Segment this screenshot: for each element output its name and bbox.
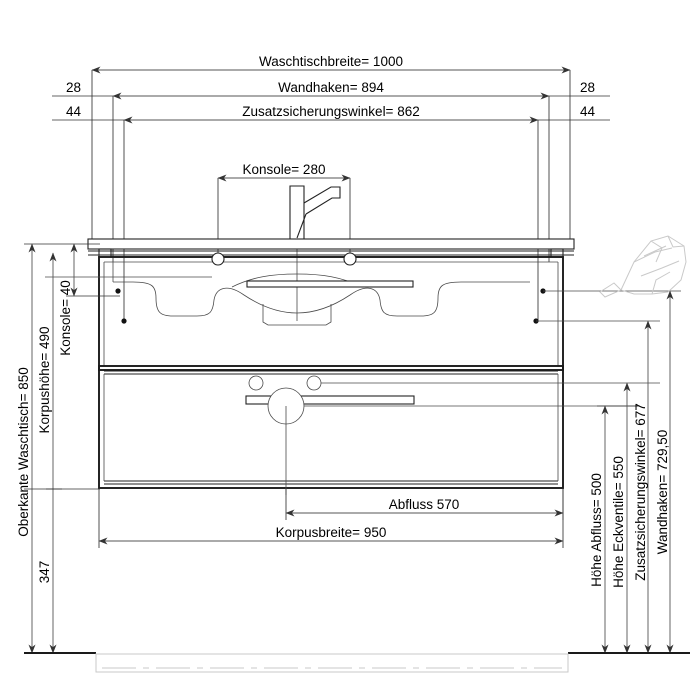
konsole-brackets [98, 248, 564, 258]
drawer-handle[interactable] [245, 395, 415, 405]
dimension-label-konsole-breite: Konsole= 280 [243, 162, 326, 177]
hairdryer-icon [599, 235, 687, 298]
vanity-drawer [98, 365, 564, 489]
dimension-label-hoehe-abfluss: Höhe Abfluss= 500 [589, 473, 604, 587]
dimension-label-offset-28-left: 28 [66, 80, 81, 95]
dimension-label-oberkante-waschtisch: Oberkante Waschtisch= 850 [16, 367, 31, 536]
drain-circle [267, 387, 638, 495]
dimension-label-waschtischbreite: Waschtischbreite= 1000 [259, 54, 403, 69]
baseboard-outline [95, 653, 569, 673]
eckventil-circles-upper [211, 252, 357, 266]
dimension-label-zusatzsicherungswinkel-hoehe: Zusatzsicherungswinkel= 677 [633, 403, 648, 580]
dimension-label-wandhaken: Wandhaken= 894 [278, 80, 384, 95]
right-vertical-dimensions [568, 290, 688, 654]
wall-mount-points-right [533, 288, 681, 324]
washbasin-outline [113, 273, 530, 326]
bottom-dimensions [98, 489, 564, 548]
dimension-label-offset-44-left: 44 [66, 104, 82, 119]
dimension-label-korpushoehe: Korpushöhe= 490 [37, 327, 52, 434]
dimension-label-korpusbreite: Korpusbreite= 950 [276, 525, 387, 540]
eckventil-circles-drawer [248, 375, 660, 391]
top-extension-lines [91, 70, 571, 322]
dimension-label-offset-44-right: 44 [580, 104, 596, 119]
vanity-cabinet-upper [98, 256, 564, 371]
dimension-label-hoehe-eckventile: Höhe Eckventile= 550 [611, 456, 626, 588]
dimension-label-347: 347 [37, 561, 52, 584]
dimension-label-abfluss: Abfluss 570 [389, 497, 460, 512]
countertop-slab [87, 238, 575, 256]
dimension-label-zusatzsicherungswinkel: Zusatzsicherungswinkel= 862 [242, 104, 419, 119]
dimension-label-konsole-hoehe: Konsole= 40 [58, 280, 73, 355]
dimension-label-offset-28-right: 28 [580, 80, 595, 95]
faucet-icon [289, 185, 341, 240]
dimension-label-wandhaken-hoehe: Wandhaken= 729,50 [655, 430, 670, 554]
